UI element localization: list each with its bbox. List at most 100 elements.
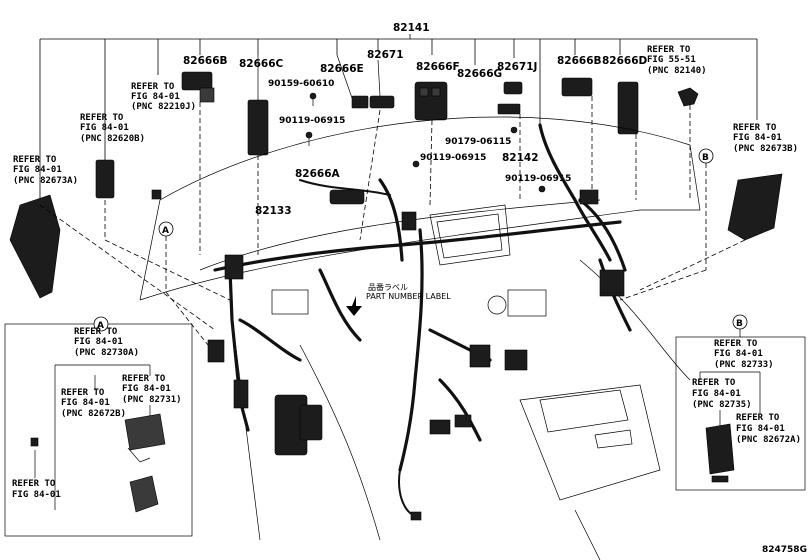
inset-a-marker: A: [97, 321, 104, 331]
refer-82620B[interactable]: REFER TO FIG 84-01 (PNC 82620B): [80, 113, 145, 144]
harness-connectors: [207, 189, 625, 521]
part-label-82666B-left: 82666B: [183, 55, 228, 67]
figure-code: 824758G: [762, 545, 807, 555]
wire-harness-82141: [213, 123, 632, 517]
bolt-label-90119-06915-a: 90119-06915: [279, 116, 345, 126]
svg-text:FIG 84-01: FIG 84-01: [74, 337, 123, 347]
part-label-82666C: 82666C: [239, 58, 284, 70]
main-part-bracket: 82141: [39, 22, 758, 205]
connector-82671J: [503, 81, 523, 95]
svg-text:REFER TO: REFER TO: [80, 113, 124, 123]
part-label-82666F: 82666F: [416, 61, 460, 73]
bolt-icon: [305, 92, 546, 193]
svg-text:REFER TO: REFER TO: [714, 339, 758, 349]
bolt-label-90159-60610: 90159-60610: [268, 79, 334, 89]
connector-82666G: [497, 103, 521, 115]
svg-text:(PNC 82672A): (PNC 82672A): [736, 435, 801, 445]
inset-b-refer-82672A[interactable]: REFER TO FIG 84-01 (PNC 82672A): [736, 413, 801, 445]
svg-text:A: A: [162, 226, 169, 236]
svg-text:REFER TO: REFER TO: [122, 374, 166, 384]
svg-text:REFER TO: REFER TO: [12, 479, 56, 489]
connector-82671: [369, 59, 395, 109]
bolt-label-90119-06915-b: 90119-06915: [420, 153, 486, 163]
small-nut-82210J: [151, 189, 162, 200]
part-label-82671J: 82671J: [497, 61, 537, 73]
svg-text:FIG 84-01: FIG 84-01: [733, 133, 782, 143]
bolt-label-90179-06115: 90179-06115: [445, 137, 511, 147]
svg-text:FIG 84-01: FIG 84-01: [80, 123, 129, 133]
connector-82666C: [247, 55, 269, 156]
svg-text:(PNC 82673B): (PNC 82673B): [733, 144, 798, 154]
bolt-label-90119-06915-c: 90119-06915: [505, 174, 571, 184]
inset-b-refer-82733[interactable]: REFER TO FIG 84-01 (PNC 82733): [714, 339, 774, 370]
inset-a: A REFER TO FIG 84-01 (PNC 82730A) REFER …: [4, 316, 193, 537]
svg-text:REFER TO: REFER TO: [74, 327, 118, 337]
svg-text:REFER TO: REFER TO: [736, 413, 780, 423]
connector-82666D: [617, 81, 639, 135]
part-label-82666D: 82666D: [602, 55, 648, 67]
svg-text:FIG 84-01: FIG 84-01: [692, 389, 741, 399]
svg-text:FIG 84-01: FIG 84-01: [122, 384, 171, 394]
leader-lines: [39, 96, 746, 346]
connector-82666B-left: [181, 71, 215, 103]
clip-82735: [711, 475, 729, 483]
svg-text:FIG 84-01: FIG 84-01: [12, 490, 61, 500]
svg-text:FIG 84-01: FIG 84-01: [714, 349, 763, 359]
part-label-82133: 82133: [255, 205, 292, 217]
svg-text:(PNC 82730A): (PNC 82730A): [74, 348, 139, 358]
svg-text:FIG 84-01: FIG 84-01: [131, 92, 180, 102]
module-82672A: [705, 423, 735, 475]
part-label-82666A: 82666A: [295, 168, 341, 180]
part-label-82666B-right: 82666B: [557, 55, 602, 67]
refer-82673A[interactable]: REFER TO FIG 84-01 (PNC 82673A): [13, 155, 78, 186]
inset-b-marker: B: [736, 319, 743, 329]
svg-text:(PNC 82735): (PNC 82735): [692, 400, 752, 410]
connector-82666F: [414, 81, 448, 121]
part-number-label-callout: 品番ラベル PART NUMBER LABEL: [346, 282, 451, 316]
connector-82666B-right: [561, 77, 593, 97]
callout-a-marker[interactable]: A: [158, 221, 174, 292]
part-label-82671: 82671: [367, 49, 404, 61]
svg-text:B: B: [702, 153, 709, 163]
svg-text:FIG 84-01: FIG 84-01: [13, 165, 62, 175]
svg-text:FIG 55-51: FIG 55-51: [647, 55, 696, 65]
svg-text:REFER TO: REFER TO: [61, 388, 105, 398]
svg-text:(PNC 82672B): (PNC 82672B): [61, 409, 126, 419]
svg-text:(PNC 82140): (PNC 82140): [647, 66, 707, 76]
refer-82140[interactable]: REFER TO FIG 55-51 (PNC 82140): [647, 45, 707, 76]
svg-text:(PNC 82620B): (PNC 82620B): [80, 134, 145, 144]
svg-text:REFER TO: REFER TO: [647, 45, 691, 55]
svg-text:(PNC 82673A): (PNC 82673A): [13, 176, 78, 186]
svg-text:(PNC 82733): (PNC 82733): [714, 360, 774, 370]
svg-text:FIG 84-01: FIG 84-01: [736, 424, 785, 434]
svg-text:REFER TO: REFER TO: [131, 82, 175, 92]
inset-b: B REFER TO FIG 84-01 (PNC 82733) REFER T…: [675, 314, 806, 491]
part-number-label-text: PART NUMBER LABEL: [366, 292, 451, 301]
jp-label-text: 品番ラベル: [368, 282, 408, 292]
bolt-82730A: [30, 437, 39, 447]
svg-text:REFER TO: REFER TO: [692, 378, 736, 388]
module-82731: [129, 475, 159, 513]
inset-a-refer-82731[interactable]: REFER TO FIG 84-01 (PNC 82731): [122, 374, 182, 405]
part-label-82666G: 82666G: [457, 68, 502, 80]
svg-text:REFER TO: REFER TO: [13, 155, 57, 165]
svg-text:(PNC 82731): (PNC 82731): [122, 395, 182, 405]
panel-82673A: [9, 194, 61, 299]
svg-text:FIG 84-01: FIG 84-01: [61, 398, 110, 408]
inset-a-refer-84[interactable]: REFER TO FIG 84-01: [12, 479, 61, 500]
svg-text:REFER TO: REFER TO: [733, 123, 777, 133]
svg-text:(PNC 82210J): (PNC 82210J): [131, 102, 196, 112]
module-82672B: [124, 413, 166, 451]
inset-b-refer-82735[interactable]: REFER TO FIG 84-01 (PNC 82735): [692, 378, 752, 410]
refer-82673B[interactable]: REFER TO FIG 84-01 (PNC 82673B): [733, 123, 798, 154]
main-part-number: 82141: [393, 22, 430, 34]
bracket-82140: [677, 87, 699, 107]
panel-82673B: [727, 173, 783, 241]
inset-a-refer-82672B[interactable]: REFER TO FIG 84-01 (PNC 82672B): [61, 388, 126, 419]
callout-b-marker[interactable]: B: [698, 148, 714, 270]
connector-82620B: [95, 159, 115, 199]
inset-a-refer-82730A[interactable]: REFER TO FIG 84-01 (PNC 82730A): [74, 327, 139, 358]
refer-82210J[interactable]: REFER TO FIG 84-01 (PNC 82210J): [131, 82, 196, 112]
